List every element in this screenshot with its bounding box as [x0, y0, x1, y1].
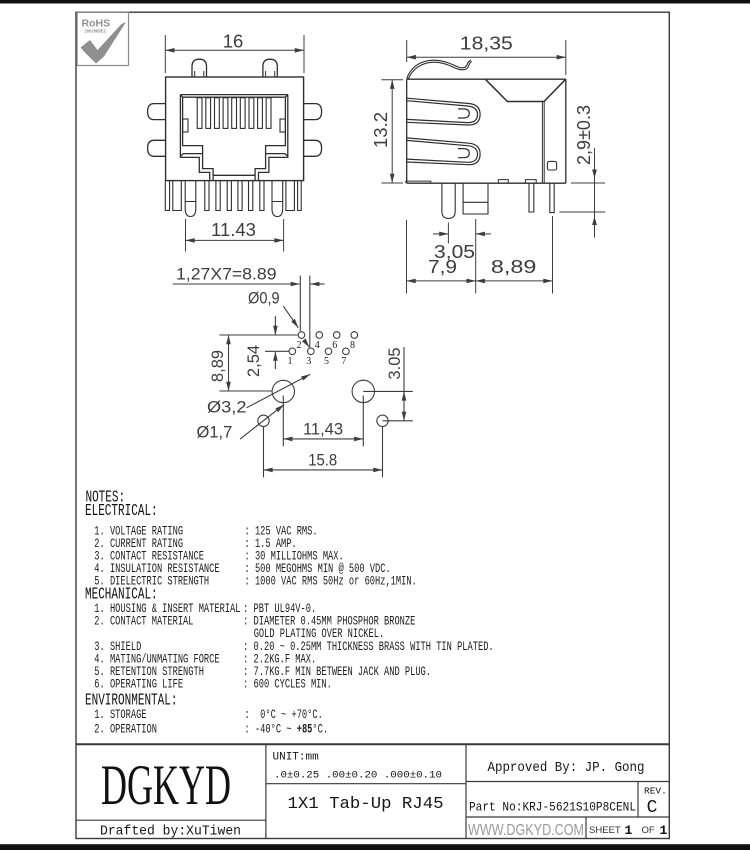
svg-text:16: 16 — [223, 31, 244, 52]
svg-text:7,9: 7,9 — [428, 256, 457, 277]
svg-text:Ø3,2: Ø3,2 — [207, 399, 247, 417]
svg-text:: 2.2KG.F MAX.: : 2.2KG.F MAX. — [243, 653, 316, 667]
svg-text:: 7.7KG.F MIN BETWEEN JACK AND: : 7.7KG.F MIN BETWEEN JACK AND PLUG. — [243, 666, 431, 680]
svg-text:15.8: 15.8 — [308, 452, 337, 470]
svg-text:: DIAMETER 0.45MM PHOSPHOR BRO: : DIAMETER 0.45MM PHOSPHOR BRONZE — [243, 615, 415, 629]
svg-text:18,35: 18,35 — [460, 33, 513, 54]
svg-text:OF: OF — [642, 825, 655, 836]
svg-text:5. DIELECTRIC STRENGTH: 5. DIELECTRIC STRENGTH — [94, 575, 209, 589]
svg-text:: 0.20 ~ 0.25MM THICKNESS BRAS: : 0.20 ~ 0.25MM THICKNESS BRASS WITH TIN… — [243, 640, 494, 654]
svg-text:3.05: 3.05 — [386, 347, 404, 379]
svg-text:ELECTRICAL:: ELECTRICAL: — [85, 502, 158, 521]
svg-text:1. STORAGE: 1. STORAGE — [94, 709, 146, 723]
svg-text:4. MATING/UNMATING FORCE: 4. MATING/UNMATING FORCE — [94, 653, 219, 667]
svg-text:Approved By: JP. Gong: Approved By: JP. Gong — [488, 761, 645, 776]
svg-text:3,05: 3,05 — [434, 241, 475, 262]
svg-text:1: 1 — [288, 356, 293, 367]
svg-text:: 1000 VAC RMS 50Hz or 60Hz,1M: : 1000 VAC RMS 50Hz or 60Hz,1MIN. — [245, 575, 417, 589]
svg-text:Ø0,9: Ø0,9 — [248, 290, 280, 308]
svg-text:1X1 Tab-Up RJ45: 1X1 Tab-Up RJ45 — [288, 795, 444, 814]
svg-text:7: 7 — [341, 356, 346, 367]
svg-text:MECHANICAL:: MECHANICAL: — [85, 585, 158, 604]
svg-text:Drafted by:XuTiwen: Drafted by:XuTiwen — [100, 824, 241, 840]
svg-text:4. INSULATION RESISTANCE: 4. INSULATION RESISTANCE — [94, 563, 219, 577]
svg-text:: 500 MEGOHMS MIN @ 500 VDC.: : 500 MEGOHMS MIN @ 500 VDC. — [245, 563, 391, 577]
svg-text:5. RETENTION STRENGTH: 5. RETENTION STRENGTH — [94, 666, 204, 680]
svg-text:3: 3 — [306, 356, 311, 367]
svg-text:11.43: 11.43 — [211, 219, 256, 240]
svg-text:2,9±0.3: 2,9±0.3 — [574, 105, 594, 165]
svg-text:: 600 CYCLES MIN.: : 600 CYCLES MIN. — [243, 678, 332, 692]
svg-text:1. VOLTAGE RATING: 1. VOLTAGE RATING — [94, 525, 183, 539]
svg-text:2. CONTACT MATERIAL: 2. CONTACT MATERIAL — [94, 615, 193, 629]
svg-text:WWW.DGKYD.COM: WWW.DGKYD.COM — [468, 822, 584, 839]
svg-text:4: 4 — [315, 340, 320, 351]
svg-text:2. OPERATION: 2. OPERATION — [94, 723, 157, 737]
svg-text:NOTES:: NOTES: — [85, 489, 125, 508]
svg-text:DGKYD: DGKYD — [101, 754, 231, 817]
svg-text:3. CONTACT RESISTANCE: 3. CONTACT RESISTANCE — [94, 550, 204, 564]
svg-text:2. CURRENT RATING: 2. CURRENT RATING — [94, 538, 183, 552]
svg-text:13.2: 13.2 — [370, 112, 391, 148]
svg-text:2,54: 2,54 — [245, 345, 263, 377]
svg-text:1. HOUSING & INSERT MATERIAL: 1. HOUSING & INSERT MATERIAL — [94, 603, 240, 617]
svg-text:1,27X7=8.89: 1,27X7=8.89 — [176, 266, 277, 284]
svg-text:UNIT:mm: UNIT:mm — [273, 752, 320, 764]
svg-text:3. SHIELD: 3. SHIELD — [94, 640, 141, 654]
svg-text:.0±0.25 .00±0.20 .000±0.10: .0±0.25 .00±0.20 .000±0.10 — [274, 770, 442, 782]
svg-text:8: 8 — [350, 340, 355, 351]
svg-text:5: 5 — [324, 356, 329, 367]
svg-text:8,89: 8,89 — [491, 256, 537, 277]
svg-text:: -40°C ~ +85°C.: : -40°C ~ +85°C. — [245, 723, 329, 737]
svg-text:GOLD PLATING OVER NICKEL.: GOLD PLATING OVER NICKEL. — [254, 628, 384, 642]
svg-text:Ø1,7: Ø1,7 — [197, 424, 233, 442]
svg-text:: 1.5 AMP.: : 1.5 AMP. — [245, 538, 297, 552]
svg-text:: 0°C ~ +70°C.: : 0°C ~ +70°C. — [245, 709, 323, 723]
svg-text:ENVIRONMENTAL:: ENVIRONMENTAL: — [85, 692, 177, 711]
svg-text:6. OPERATING LIFE: 6. OPERATING LIFE — [94, 678, 183, 692]
svg-text:1: 1 — [625, 823, 633, 838]
svg-text:: 30 MILLIOHMS MAX.: : 30 MILLIOHMS MAX. — [245, 550, 344, 564]
svg-text:11,43: 11,43 — [303, 421, 343, 439]
svg-text:REV.: REV. — [644, 786, 667, 797]
svg-text:Part No:KRJ-5621S10P8CENL: Part No:KRJ-5621S10P8CENL — [469, 801, 636, 815]
svg-text:1: 1 — [660, 823, 668, 838]
svg-text:2002/95/EC: 2002/95/EC — [85, 29, 107, 34]
svg-text:RoHS: RoHS — [82, 18, 111, 30]
svg-text:C: C — [647, 798, 658, 818]
svg-text:6: 6 — [332, 340, 337, 351]
svg-text:: PBT UL94V-0.: : PBT UL94V-0. — [243, 603, 316, 617]
svg-text:SHEET: SHEET — [589, 825, 621, 836]
svg-text:: 125 VAC RMS.: : 125 VAC RMS. — [245, 525, 318, 539]
svg-text:2: 2 — [297, 340, 302, 351]
svg-text:8,89: 8,89 — [209, 350, 227, 382]
